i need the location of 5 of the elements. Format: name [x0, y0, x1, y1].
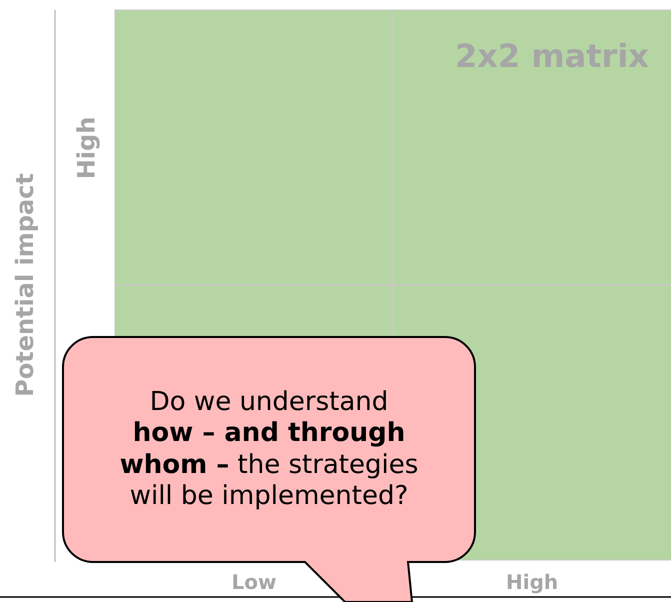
axis-label: Low — [232, 572, 276, 592]
axis-label: High — [74, 116, 98, 180]
callout-text: Do we understand how – and through whom – the strategies will be implemented? — [119, 387, 419, 512]
axis-title: Potential impact — [12, 173, 37, 397]
axis-label: High — [506, 572, 558, 592]
